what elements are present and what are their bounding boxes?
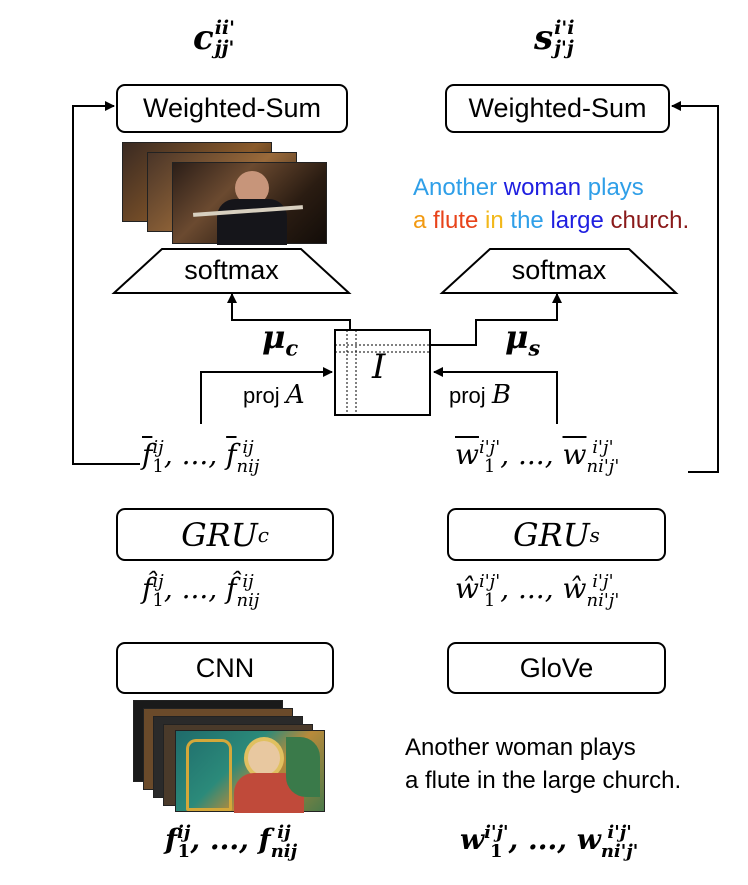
softmax-right-shape xyxy=(439,248,679,294)
weighted-sum-right: Weighted-Sum xyxy=(445,84,670,133)
cnn-box: CNN xyxy=(116,642,334,694)
colored-word: church. xyxy=(603,207,690,234)
colored-word: Another xyxy=(413,174,498,201)
interaction-matrix xyxy=(334,329,431,416)
proj-a-arrow xyxy=(200,367,333,424)
colored-sentence-line2: a flute in the large church. xyxy=(413,204,689,237)
plain-sentence-line1: Another woman plays xyxy=(405,734,636,761)
left-feedback-arrow xyxy=(72,101,140,465)
softmax-right-label: softmax xyxy=(511,255,607,285)
proj-a-label: proj A xyxy=(243,380,305,410)
colored-word: in xyxy=(478,207,504,234)
softmax-left-shape xyxy=(111,248,352,294)
mu-c-arrow xyxy=(227,293,351,334)
right-feedback-arrow xyxy=(671,101,719,473)
softmax-left-label: softmax xyxy=(184,255,279,285)
glove-box: GloVe xyxy=(447,642,666,694)
mu-s-label: μs xyxy=(505,318,541,361)
proj-b-arrow xyxy=(433,367,558,424)
mu-s-arrow xyxy=(430,293,562,346)
colored-sentence-line1: Another woman plays xyxy=(413,171,689,204)
colored-word: plays xyxy=(581,174,644,201)
proj-b-label: proj B xyxy=(449,380,511,410)
colored-word: the xyxy=(503,207,544,234)
mu-c-label: μc xyxy=(262,318,299,361)
colored-word: flute xyxy=(426,207,479,234)
video-frames-image xyxy=(122,142,327,245)
colored-word: a xyxy=(413,207,427,234)
weighted-sum-left: Weighted-Sum xyxy=(116,84,348,133)
plain-sentence-line2: a flute in the large church. xyxy=(405,767,682,794)
interaction-label: I xyxy=(372,347,386,387)
colored-word: large xyxy=(543,207,604,234)
image-frames-stack xyxy=(133,700,333,813)
colored-word: woman xyxy=(497,174,582,201)
colored-sentence: Another woman plays a flute in the large… xyxy=(413,171,689,237)
plain-sentence: Another woman plays a flute in the large… xyxy=(405,731,681,797)
